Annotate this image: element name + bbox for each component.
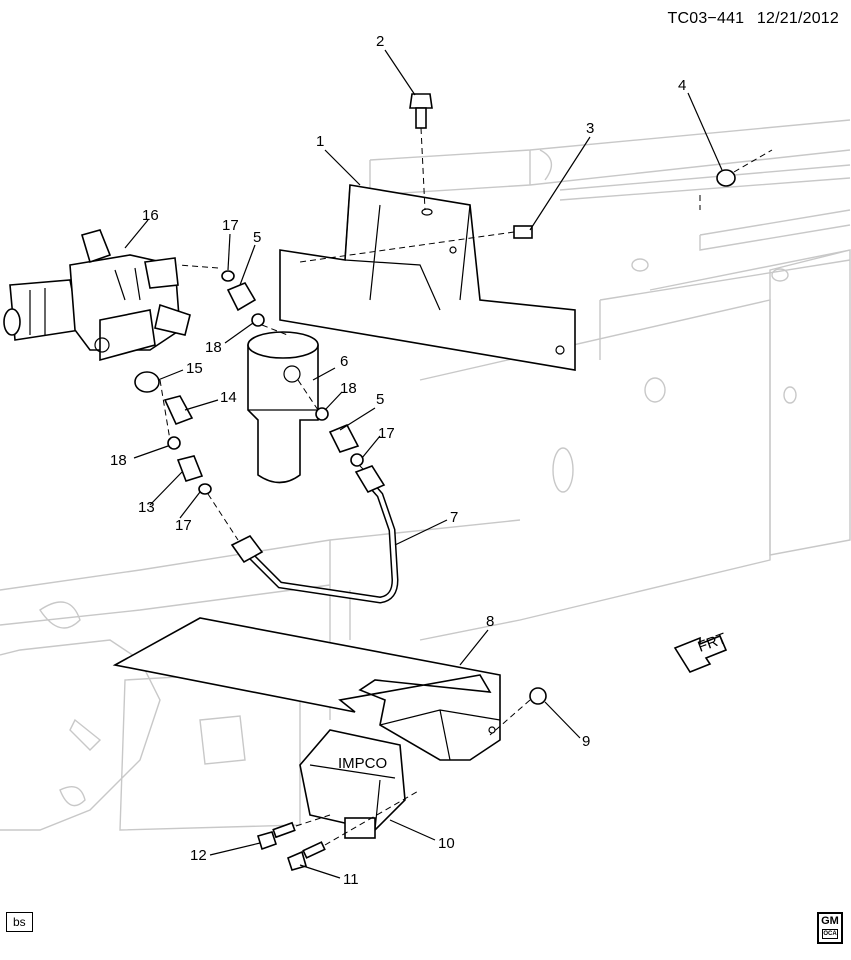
callout-11: 11 <box>343 871 359 888</box>
module-part-10: IMPCO <box>299 729 406 839</box>
nut-part-4 <box>699 149 773 210</box>
fuel-line-part-7 <box>230 465 399 604</box>
diagram-header: TC03−441 12/21/2012 <box>660 10 840 28</box>
gm-logo-sub: OCA <box>822 929 838 939</box>
gm-logo: GM OCA <box>817 912 843 944</box>
callout-15: 15 <box>186 360 203 377</box>
callout-7: 7 <box>450 509 458 526</box>
callout-17c: 17 <box>378 425 395 442</box>
callout-16: 16 <box>142 207 159 224</box>
screw-part-3 <box>299 225 533 263</box>
callout-17a: 17 <box>222 217 239 234</box>
callout-10: 10 <box>438 835 455 852</box>
callout-14: 14 <box>220 389 237 406</box>
corner-tag: bs <box>6 912 33 932</box>
filter-part-6 <box>247 331 319 484</box>
callout-5a: 5 <box>253 229 261 246</box>
callouts: 1 2 3 4 5 5 6 7 8 9 10 11 12 13 14 15 16… <box>110 33 686 888</box>
callout-18a: 18 <box>205 339 222 356</box>
callout-18c: 18 <box>340 380 357 397</box>
callout-17b: 17 <box>175 517 192 534</box>
callout-12: 12 <box>190 847 207 864</box>
callout-8: 8 <box>486 613 494 630</box>
callout-13: 13 <box>138 499 155 516</box>
callout-2: 2 <box>376 33 384 50</box>
hardware-9-11-12 <box>256 687 547 871</box>
module-brand: IMPCO <box>338 755 387 772</box>
fittings <box>134 264 373 541</box>
leader-lines <box>124 49 723 879</box>
bracket-part-8 <box>112 617 501 761</box>
front-indicator: FRT <box>673 630 729 673</box>
gm-logo-text: GM <box>821 915 839 927</box>
callout-1: 1 <box>316 133 324 150</box>
callout-4: 4 <box>678 77 686 94</box>
callout-3: 3 <box>586 120 594 137</box>
callout-18b: 18 <box>110 452 127 469</box>
diagram-id: TC03−441 <box>667 10 745 27</box>
callout-5b: 5 <box>376 391 384 408</box>
valve-part-16 <box>3 229 191 362</box>
callout-9: 9 <box>582 733 590 750</box>
callout-6: 6 <box>340 353 348 370</box>
bolt-part-2 <box>409 93 433 211</box>
bracket-part-1 <box>279 184 576 371</box>
diagram-date: 12/21/2012 <box>756 10 839 27</box>
